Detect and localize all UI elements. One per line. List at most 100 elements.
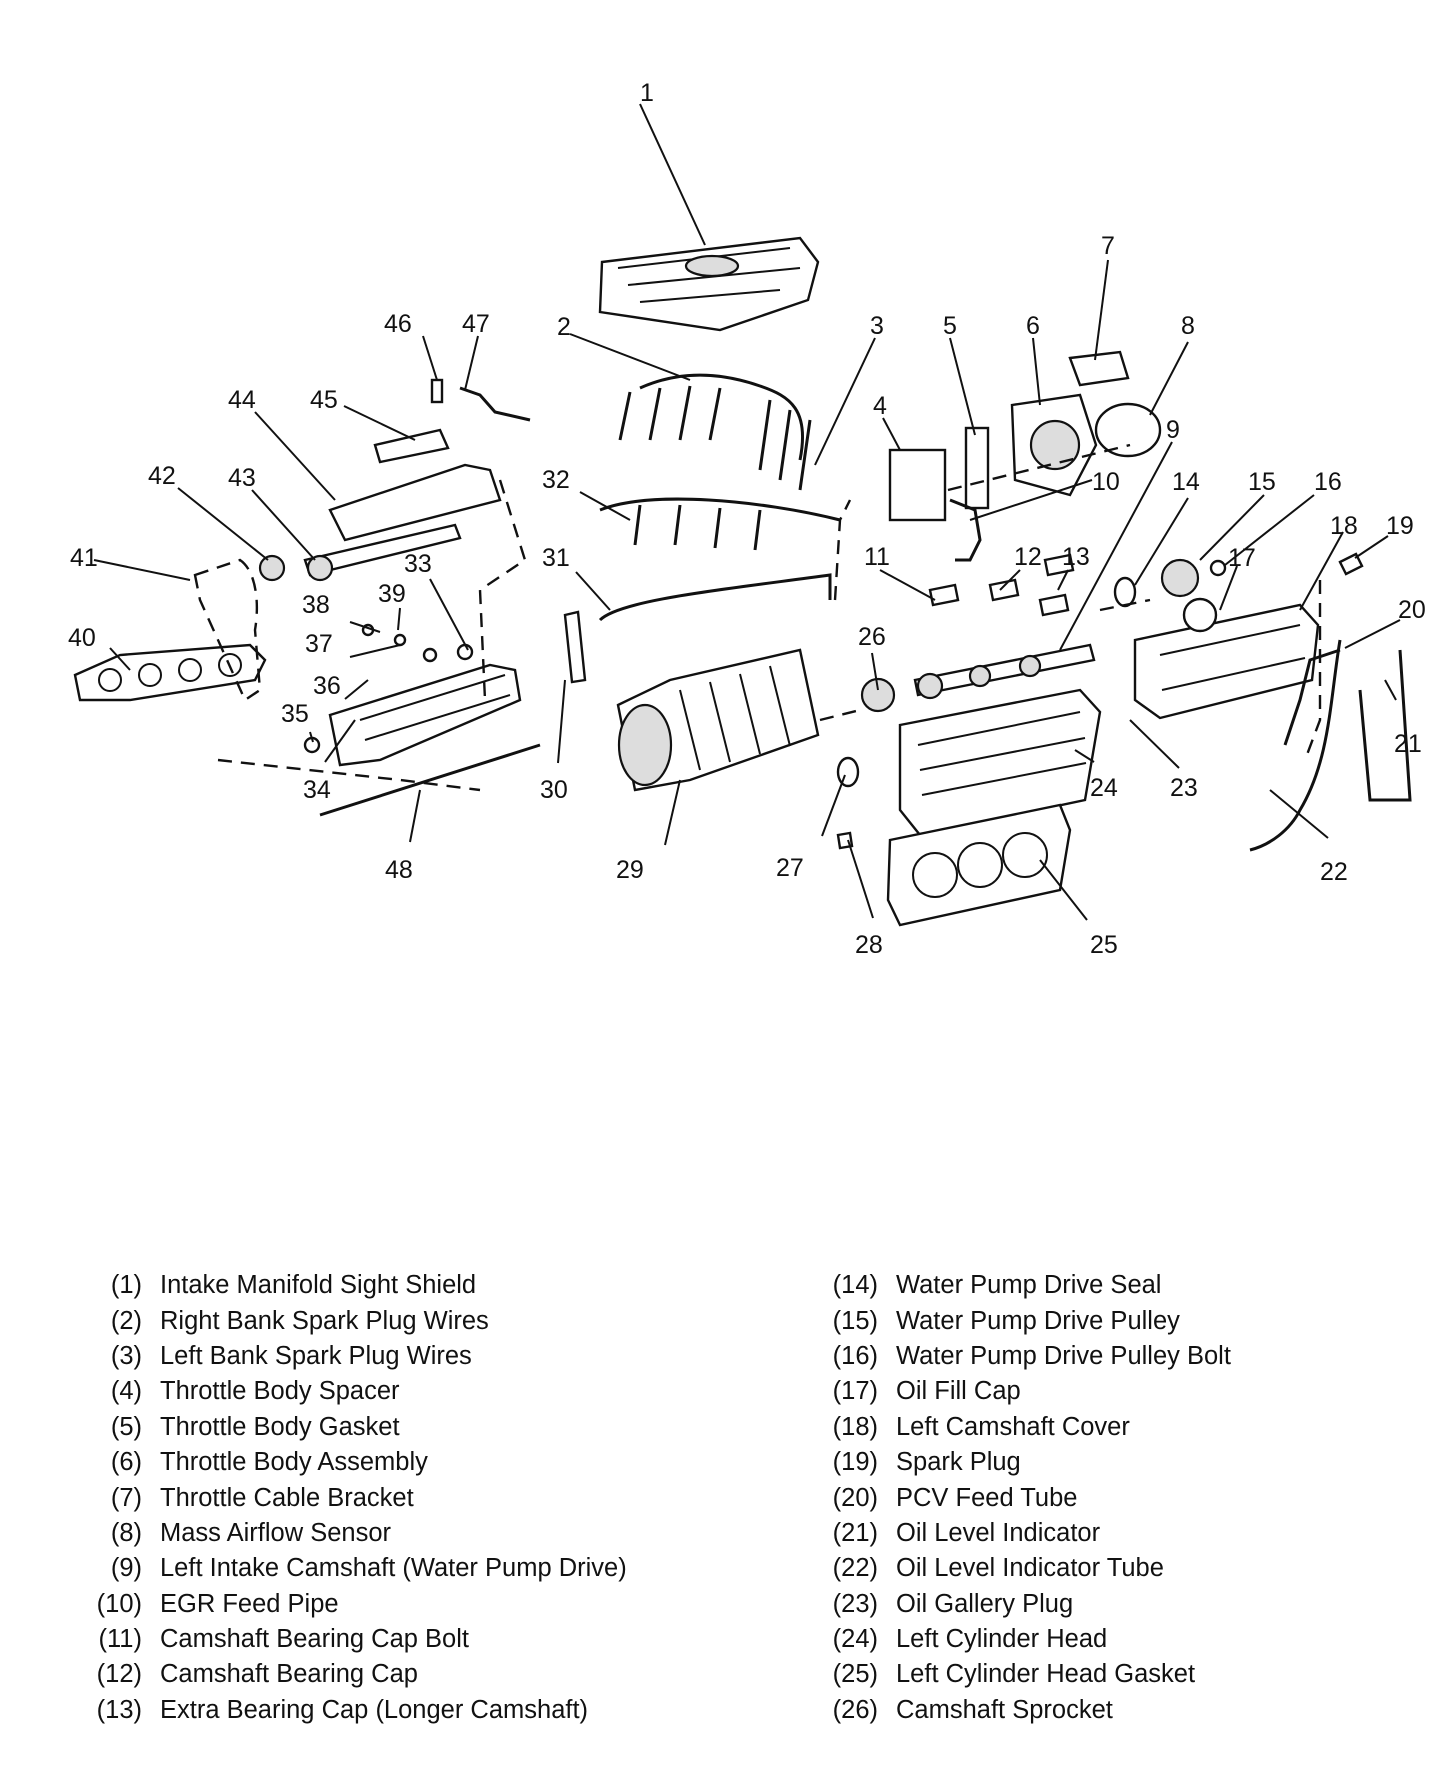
legend-item: (12)Camshaft Bearing Cap: [70, 1657, 627, 1692]
callout-48: 48: [385, 856, 413, 884]
legend-number: (22): [832, 1554, 878, 1583]
legend-number: (6): [110, 1448, 142, 1477]
legend-number: (12): [96, 1660, 142, 1689]
part-right-sprocket: [258, 554, 286, 582]
legend-label: Water Pump Drive Pulley Bolt: [896, 1341, 1231, 1370]
legend-number: (16): [832, 1341, 878, 1370]
callout-5: 5: [943, 312, 957, 340]
callout-1: 1: [640, 79, 654, 107]
legend-number: (10): [96, 1589, 142, 1618]
part-fuel-rail: [598, 573, 832, 622]
legend-number: (21): [832, 1518, 878, 1547]
callout-37: 37: [305, 630, 333, 658]
legend-label: Throttle Body Gasket: [160, 1412, 400, 1441]
legend-number: (20): [832, 1483, 878, 1512]
callout-26: 26: [858, 623, 886, 651]
legend-label: Camshaft Sprocket: [896, 1695, 1113, 1724]
callout-20: 20: [1398, 596, 1426, 624]
legend-label: Extra Bearing Cap (Longer Camshaft): [160, 1695, 589, 1724]
legend-number: (17): [832, 1377, 878, 1406]
legend-label: Left Cylinder Head Gasket: [896, 1660, 1196, 1689]
legend-item: (6) Throttle Body Assembly: [70, 1445, 627, 1480]
part-sight-shield: [598, 236, 820, 332]
leader-lines: [93, 103, 1401, 921]
callout-16: 16: [1314, 468, 1342, 496]
callout-42: 42: [148, 462, 176, 490]
legend-item: (24)Left Cylinder Head: [820, 1622, 1231, 1657]
legend-label: Spark Plug: [896, 1448, 1021, 1477]
callout-36: 36: [313, 672, 341, 700]
legend-item: (20)PCV Feed Tube: [820, 1480, 1231, 1515]
part-spark-plug: [1338, 552, 1364, 576]
part-pcv-feed-tube: [1283, 648, 1341, 746]
callout-34: 34: [303, 776, 331, 804]
part-right-camshaft-cover: [328, 378, 531, 542]
legend-item: (17) Oil Fill Cap: [820, 1374, 1231, 1409]
callout-18: 18: [1330, 512, 1358, 540]
callout-15: 15: [1248, 468, 1276, 496]
legend-item: (13) Extra Bearing Cap (Longer Camshaft): [70, 1693, 627, 1728]
legend-item: (11)Camshaft Bearing Cap Bolt: [70, 1622, 627, 1657]
legend-item: (7)Throttle Cable Bracket: [70, 1480, 627, 1515]
callout-47: 47: [462, 310, 490, 338]
legend-item: (16) Water Pump Drive Pulley Bolt: [820, 1339, 1231, 1374]
legend-number: (23): [832, 1589, 878, 1618]
legend-number: (11): [98, 1625, 142, 1654]
legend-item: (1) Intake Manifold Sight Shield: [70, 1268, 627, 1303]
legend-number: (9): [110, 1554, 142, 1583]
legend-item: (25) Left Cylinder Head Gasket: [820, 1657, 1231, 1692]
legend-number: (13): [96, 1695, 142, 1724]
callout-46: 46: [384, 310, 412, 338]
legend-item: (14)Water Pump Drive Seal: [820, 1268, 1231, 1303]
callout-10: 10: [1092, 468, 1120, 496]
callout-17: 17: [1228, 544, 1256, 572]
legend-number: (1): [110, 1271, 142, 1300]
legend-label: Water Pump Drive Pulley: [896, 1306, 1180, 1335]
part-camshaft-sprocket: [860, 677, 896, 713]
legend-number: (4): [110, 1377, 142, 1406]
legend-number: (14): [832, 1271, 878, 1300]
callout-43: 43: [228, 464, 256, 492]
part-oil-level-indicator-tube: [1249, 639, 1342, 852]
part-water-pump-drive: [1113, 558, 1227, 608]
part-small-hardware: [303, 623, 474, 754]
legend-label: Oil Fill Cap: [896, 1377, 1021, 1406]
legend-label: EGR Feed Pipe: [160, 1589, 339, 1618]
callout-24: 24: [1090, 774, 1118, 802]
callout-41: 41: [70, 544, 98, 572]
legend-number: (8): [110, 1518, 142, 1547]
legend-number: (25): [832, 1660, 878, 1689]
callout-30: 30: [540, 776, 568, 804]
callout-44: 44: [228, 386, 256, 414]
legend-number: (5): [110, 1412, 142, 1441]
legend-item: (3)Left Bank Spark Plug Wires: [70, 1339, 627, 1374]
part-bearing-caps: [928, 553, 1075, 617]
legend-label: Right Bank Spark Plug Wires: [160, 1306, 489, 1335]
legend-number: (26): [832, 1695, 878, 1724]
callout-22: 22: [1320, 858, 1348, 886]
legend-item: (26) Camshaft Sprocket: [820, 1693, 1231, 1728]
legend-label: Throttle Body Assembly: [160, 1448, 428, 1477]
part-spark-plug-wires: [599, 373, 841, 551]
legend-number: (7): [110, 1483, 142, 1512]
callout-29: 29: [616, 856, 644, 884]
legend-item: (10) EGR Feed Pipe: [70, 1587, 627, 1622]
legend-label: Intake Manifold Sight Shield: [160, 1271, 477, 1300]
legend-label: Left Cylinder Head: [896, 1625, 1108, 1654]
part-intake-camshaft: [913, 643, 1096, 700]
callout-3: 3: [870, 312, 884, 340]
legend-item: (8)Mass Airflow Sensor: [70, 1516, 627, 1551]
callout-9: 9: [1166, 416, 1180, 444]
legend-label: Throttle Body Spacer: [160, 1377, 400, 1406]
callout-21: 21: [1394, 730, 1422, 758]
part-camshaft-cover: [1133, 597, 1320, 720]
part-timing-chain: [193, 558, 262, 702]
legend-label: Oil Level Indicator: [896, 1518, 1101, 1547]
legend-label: Oil Gallery Plug: [896, 1589, 1074, 1618]
legend-item: (5) Throttle Body Gasket: [70, 1410, 627, 1445]
legend-right: (14)Water Pump Drive Seal(15)Water Pump …: [820, 1268, 1231, 1728]
legend-left: (1)Intake Manifold Sight Shield(2)Right …: [70, 1268, 627, 1728]
callout-labels: 1 2 3 4 5 6 7 8 9 10 11 12 13 14 15 16 1…: [68, 79, 1426, 959]
callout-38: 38: [302, 591, 330, 619]
legend-item: (21) Oil Level Indicator: [820, 1516, 1231, 1551]
